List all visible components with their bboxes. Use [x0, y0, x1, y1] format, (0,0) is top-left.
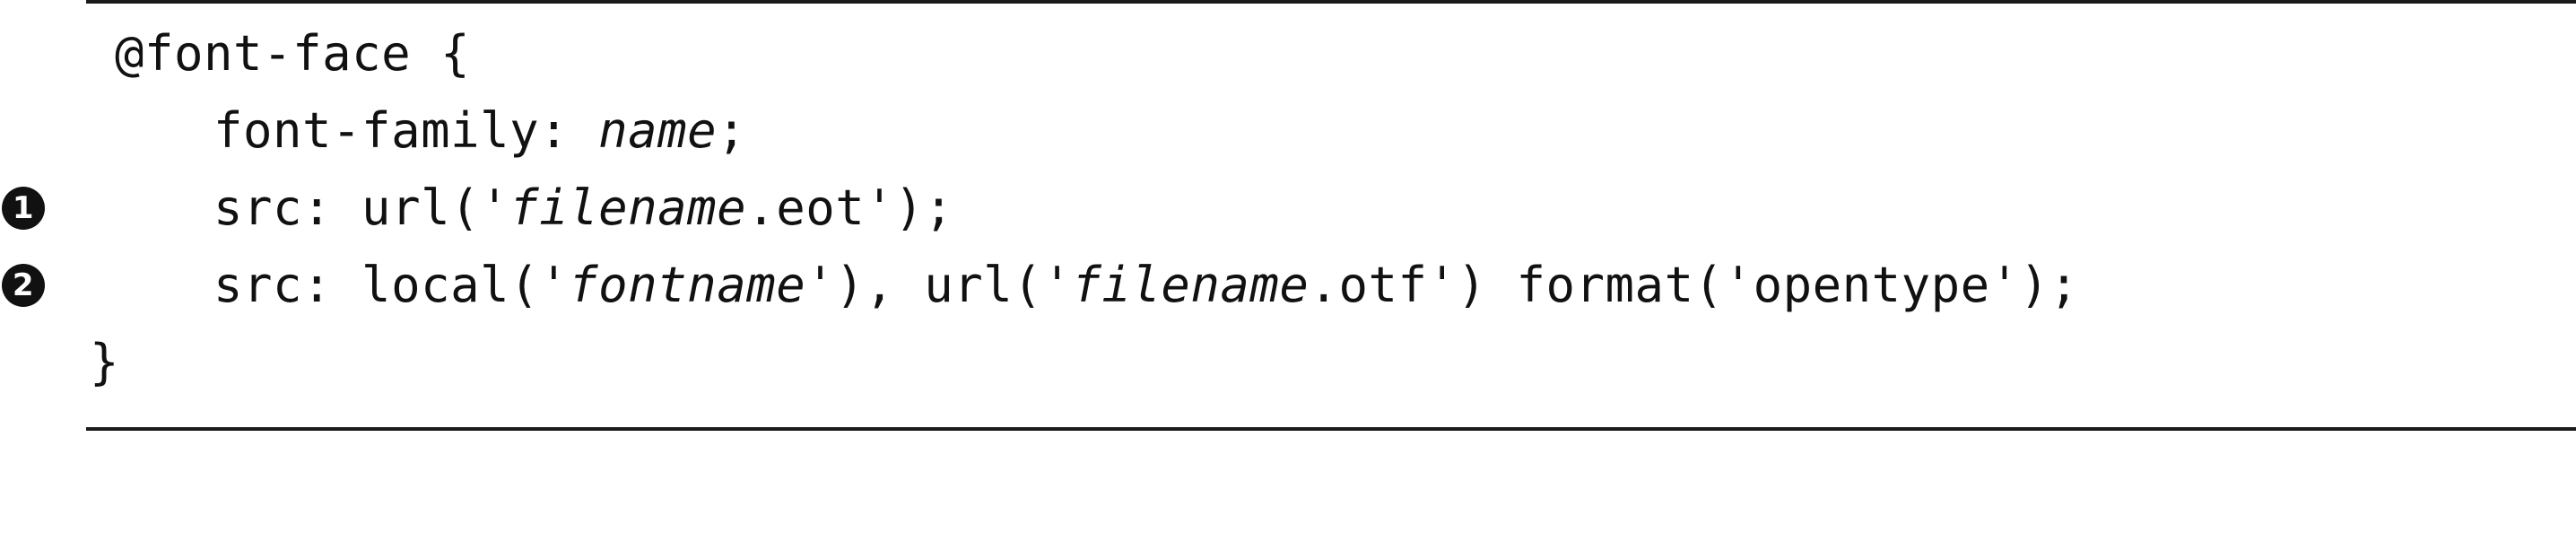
callout-marker-2: 2: [2, 264, 45, 307]
code-line-4: 2 src: local('fontname'), url('filename.…: [0, 248, 2576, 323]
placeholder-name: name: [598, 102, 718, 159]
code-line-5: }: [0, 325, 2576, 400]
code-segment: font-family:: [213, 102, 599, 159]
code-segment: ;: [717, 102, 747, 159]
code-segment: '), url(': [805, 257, 1073, 313]
code-line-1: @font-face {: [0, 16, 2576, 92]
placeholder-filename: filename: [509, 179, 747, 236]
code-segment: .eot');: [746, 179, 954, 236]
code-text: @font-face {: [115, 25, 471, 82]
code-text: font-family: name;: [213, 93, 746, 169]
code-text: }: [90, 334, 120, 390]
placeholder-filename: filename: [1072, 257, 1310, 313]
code-line-2: font-family: name;: [0, 93, 2576, 169]
placeholder-fontname: fontname: [569, 257, 806, 313]
bottom-rule: [86, 427, 2576, 431]
callout-marker-1: 1: [2, 187, 45, 230]
code-segment: src: local(': [213, 257, 570, 313]
code-line-3: 1 src: url('filename.eot');: [0, 171, 2576, 246]
top-rule: [86, 0, 2576, 4]
code-text: src: url('filename.eot');: [213, 171, 953, 246]
code-segment: src: url(': [213, 179, 510, 236]
code-segment: .otf') format('opentype');: [1309, 257, 2079, 313]
code-text: src: local('fontname'), url('filename.ot…: [213, 248, 2079, 323]
